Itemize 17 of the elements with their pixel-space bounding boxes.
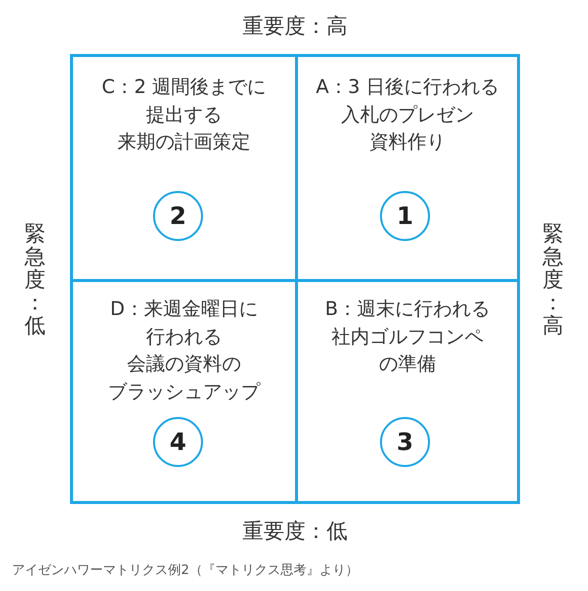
quadrant-panel xyxy=(295,279,520,504)
priority-number-circle: 3 xyxy=(380,417,430,467)
priority-number-circle: 2 xyxy=(153,191,203,241)
task-description: B：週末に行われる社内ゴルフコンペの準備 xyxy=(324,297,490,377)
quadrant-panel xyxy=(70,279,298,504)
figure-caption: アイゼンハワーマトリクス例2（『マトリクス思考』より） xyxy=(12,562,358,579)
task-description: C：2 週間後までに提出する来期の計画策定 xyxy=(102,75,266,155)
axis-label: 重要度：高 xyxy=(242,13,348,40)
axis-label: 緊急度：高 xyxy=(542,222,564,338)
task-description: D：来週金曜日に行われる会議の資料のブラッシュアップ xyxy=(108,297,260,404)
task-description: A：3 日後に行われる入札のプレゼン資料作り xyxy=(316,75,500,155)
axis-label: 緊急度：低 xyxy=(24,222,46,338)
quadrant-panel xyxy=(70,54,298,282)
priority-number-circle: 1 xyxy=(380,191,430,241)
priority-number-circle: 4 xyxy=(153,417,203,467)
quadrant-panel xyxy=(295,54,520,282)
axis-label: 重要度：低 xyxy=(242,518,348,545)
